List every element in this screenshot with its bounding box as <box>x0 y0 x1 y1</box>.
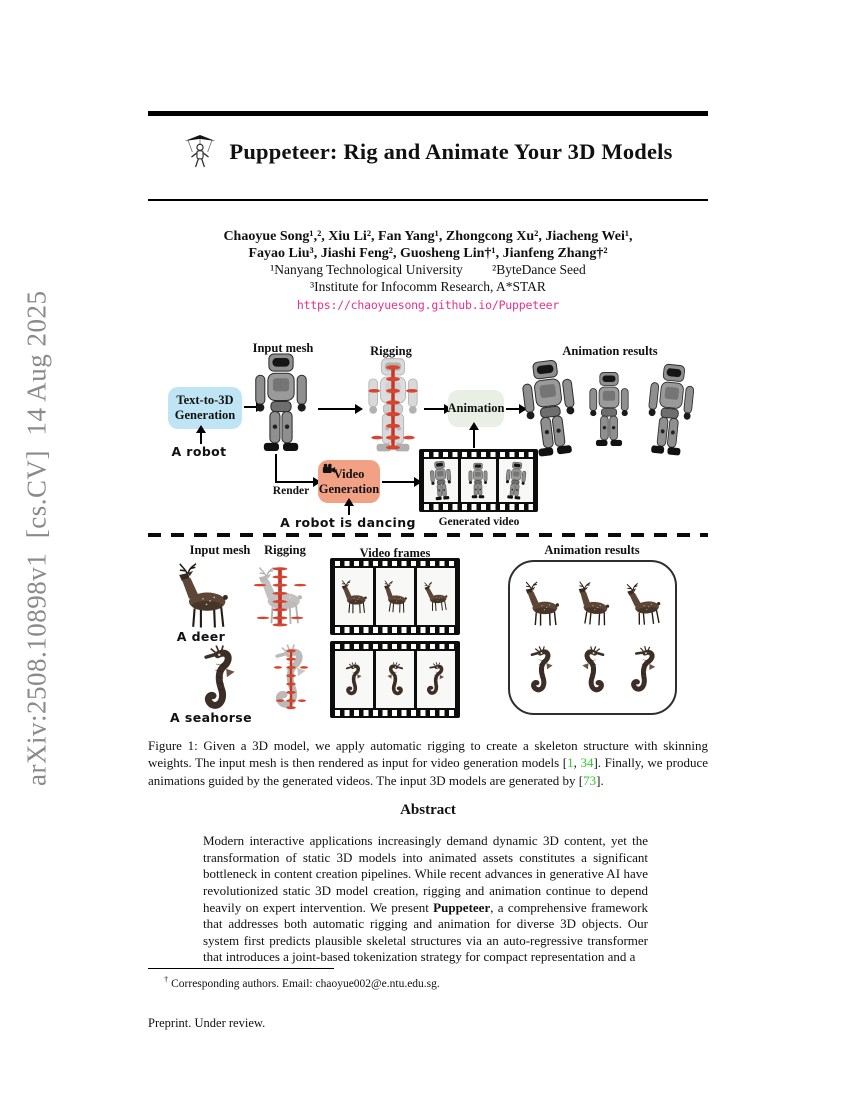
animation-result-robot-1 <box>514 357 585 462</box>
deer-video-filmstrip <box>330 558 460 635</box>
project-url-link[interactable]: https://chaoyuesong.github.io/Puppeteer <box>296 298 560 312</box>
video-generation-box: Video Generation <box>318 460 380 503</box>
label-input-mesh-bottom: Input mesh <box>189 543 251 557</box>
generated-video-filmstrip <box>419 449 538 512</box>
video-frame-deer-2 <box>376 568 414 625</box>
affiliation-line-2: ³Institute for Infocomm Research, A*STAR <box>310 278 546 294</box>
input-mesh-seahorse-image <box>200 644 240 715</box>
animation-result-deer-1 <box>518 581 566 627</box>
video-frame-deer-1 <box>335 568 373 625</box>
affiliation-ntu: ¹Nanyang Technological University <box>270 262 463 277</box>
label-rigging-bottom: Rigging <box>264 543 306 557</box>
animation-result-deer-3 <box>619 580 669 628</box>
arrow-mesh-to-rigging <box>318 404 363 414</box>
animation-box: Animation <box>448 390 504 427</box>
project-url-row: https://chaoyuesong.github.io/Puppeteer <box>148 298 708 312</box>
video-frame-seahorse-3 <box>417 651 455 708</box>
arrow-rigging-to-animation <box>424 404 452 414</box>
arrow-strip-to-animation <box>469 422 479 448</box>
animation-result-seahorse-2 <box>579 642 607 700</box>
video-gen-line2: Generation <box>318 481 380 496</box>
seahorse-video-filmstrip <box>330 641 460 718</box>
label-video-frames: Video frames <box>359 546 431 560</box>
render-elbow-line <box>275 454 277 482</box>
video-frame-deer-3 <box>417 568 455 625</box>
caption-text-2: ]. Finally, we produce animations guided… <box>148 755 708 788</box>
abstract-body: Modern interactive applications increasi… <box>203 833 648 966</box>
abstract-heading: Abstract <box>400 802 456 818</box>
caption-cite-sep: , <box>573 755 581 771</box>
video-frame-seahorse-2 <box>376 651 414 708</box>
video-gen-line1: Video <box>333 466 365 481</box>
video-frame-robot-2 <box>461 459 496 502</box>
affiliation-line-1: ¹Nanyang Technological University ²ByteD… <box>148 262 708 279</box>
prompt-a-robot: A robot <box>171 444 227 459</box>
puppeteer-marionette-icon <box>183 132 217 172</box>
animation-result-deer-2 <box>567 580 619 628</box>
video-frame-robot-3 <box>498 459 533 502</box>
author-line-2: Fayao Liu³, Jiashi Feng², Guosheng Lin†¹… <box>248 246 608 261</box>
footnote-dagger: † <box>164 974 169 984</box>
title-underline-rule <box>148 199 708 201</box>
preprint-notice: Preprint. Under review. <box>148 1016 266 1030</box>
author-line-1: Chaoyue Song¹,², Xiu Li², Fan Yang¹, Zho… <box>223 229 633 244</box>
input-mesh-deer-image <box>168 561 238 631</box>
animation-result-seahorse-3 <box>626 642 662 701</box>
label-animation-results-bottom: Animation results <box>544 543 640 557</box>
citation-34[interactable]: 34 <box>580 755 594 771</box>
arrow-videogen-to-strip <box>382 477 422 487</box>
label-render: Render <box>272 485 310 497</box>
citation-1[interactable]: 1 <box>567 755 574 771</box>
affiliation-bytedance: ²ByteDance Seed <box>492 262 586 277</box>
video-frame-seahorse-1 <box>335 651 373 708</box>
citation-73[interactable]: 73 <box>583 772 597 788</box>
top-rule <box>148 111 708 116</box>
footnote-rule <box>148 968 334 969</box>
prompt-a-deer: A deer <box>176 629 226 644</box>
footnote: † Corresponding authors. Email: chaoyue0… <box>164 974 684 990</box>
abstract-text-2: , a comprehensive framework that address… <box>203 899 648 965</box>
figure-1: Input mesh Rigging Animation results Tex… <box>148 332 708 734</box>
video-frame-robot-1 <box>424 459 459 502</box>
arrow-render-to-videogen <box>275 477 321 487</box>
animation-result-seahorse-1 <box>528 642 556 700</box>
video-camera-icon <box>322 463 336 474</box>
footnote-text: Corresponding authors. Email: chaoyue002… <box>171 977 440 990</box>
abstract-puppeteer-bold: Puppeteer <box>433 899 491 915</box>
input-mesh-robot-image <box>250 353 312 454</box>
paper-title: Puppeteer: Rig and Animate Your 3D Model… <box>229 139 673 164</box>
label-rigging-top: Rigging <box>370 344 412 358</box>
label-animation-results-top: Animation results <box>562 344 658 358</box>
authors-block: Chaoyue Song¹,², Xiu Li², Fan Yang¹, Zho… <box>148 228 708 312</box>
arxiv-sidebar-label: arXiv:2508.10898v1 [cs.CV] 14 Aug 2025 <box>21 290 52 786</box>
text-to-3d-line2: Generation <box>174 408 236 422</box>
rigged-seahorse-image <box>271 643 311 714</box>
arrow-prompt-to-t23d <box>196 425 206 444</box>
caption-text-3: ]. <box>596 772 604 788</box>
caption-text-1: Figure 1: Given a 3D model, we apply aut… <box>148 738 708 771</box>
prompt-a-seahorse: A seahorse <box>170 710 252 725</box>
text-to-3d-generation-box: Text-to-3D Generation <box>168 387 242 429</box>
paper-content: Puppeteer: Rig and Animate Your 3D Model… <box>148 0 708 1100</box>
figure-1-caption: Figure 1: Given a 3D model, we apply aut… <box>148 737 708 789</box>
animation-results-box <box>508 560 677 715</box>
animation-result-robot-2 <box>586 362 632 458</box>
figure-dashed-divider <box>148 533 708 537</box>
text-to-3d-line1: Text-to-3D <box>176 393 234 408</box>
abstract-text-1: Modern interactive applications increasi… <box>203 833 648 915</box>
rigged-deer-image <box>249 561 311 631</box>
rigged-robot-image <box>364 356 422 456</box>
arrow-animation-to-results <box>506 404 527 414</box>
label-input-mesh-top: Input mesh <box>252 341 314 355</box>
animation-result-robot-3 <box>639 360 700 462</box>
label-generated-video: Generated video <box>438 516 520 528</box>
title-row: Puppeteer: Rig and Animate Your 3D Model… <box>148 132 708 172</box>
prompt-a-robot-is-dancing: A robot is dancing <box>280 515 416 530</box>
arrow-dance-prompt-to-videogen <box>344 498 354 515</box>
animation-box-label: Animation <box>447 401 505 416</box>
